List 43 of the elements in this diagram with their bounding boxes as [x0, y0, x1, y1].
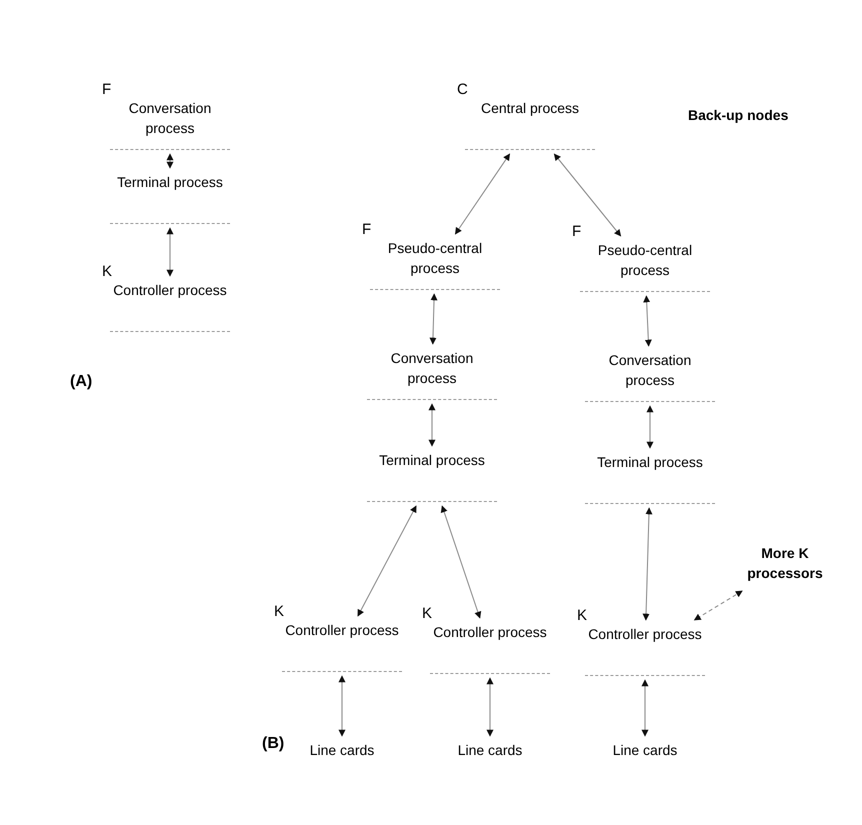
arrow	[357, 505, 417, 617]
label-text: (B)	[262, 734, 284, 754]
arrow	[428, 403, 436, 447]
node-label: Controller process	[285, 621, 399, 640]
node-label: Conversation process	[608, 351, 692, 390]
arrow	[166, 153, 174, 169]
node-label: Line cards	[612, 741, 678, 760]
node-label: Terminal process	[379, 451, 485, 470]
arrow	[643, 295, 652, 347]
node-label: Controller process	[433, 623, 547, 642]
node-tag: F	[572, 222, 582, 242]
arrow	[554, 153, 622, 237]
arrow	[440, 505, 482, 619]
node-label: Controller process	[588, 625, 702, 644]
node-label: More K processors	[746, 544, 824, 583]
arrow	[430, 293, 438, 345]
node-label: Controller process	[113, 281, 227, 300]
node-tag: C	[457, 80, 468, 100]
arrow	[486, 677, 494, 737]
arrow	[642, 507, 652, 621]
node-label: Terminal process	[117, 173, 223, 192]
label-text: Back-up nodes	[688, 106, 788, 125]
node-label: Central process	[480, 99, 580, 118]
node-label: Line cards	[458, 741, 522, 760]
node-tag: F	[102, 80, 112, 100]
node-tag: K	[102, 262, 112, 282]
label-text: (A)	[70, 372, 92, 392]
node-tag: F	[362, 220, 372, 240]
arrow	[454, 153, 510, 235]
arrow	[646, 405, 654, 449]
node-label: Pseudo-central process	[386, 239, 484, 278]
node-label: Line cards	[310, 741, 374, 760]
node-tag: K	[274, 602, 284, 622]
node-label: Terminal process	[597, 453, 703, 472]
node-label: Conversation process	[390, 349, 474, 388]
node-label: Conversation process	[128, 99, 212, 138]
node-tag: K	[577, 606, 588, 626]
node-label: Pseudo-central process	[596, 241, 694, 280]
arrow	[166, 227, 174, 277]
node-tag: K	[422, 604, 432, 624]
arrow	[642, 679, 648, 737]
arrow	[694, 590, 743, 620]
arrow	[338, 675, 346, 737]
